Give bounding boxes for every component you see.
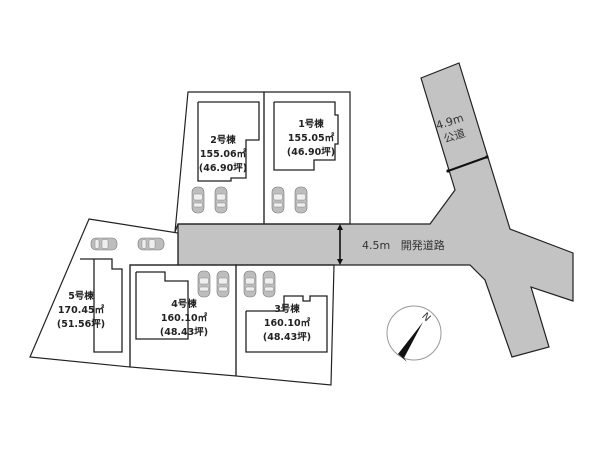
building-1 bbox=[273, 101, 339, 171]
parking-car bbox=[197, 270, 211, 298]
lot-3-boundary bbox=[235, 264, 335, 386]
lot-1-boundary bbox=[263, 91, 351, 225]
building-4 bbox=[135, 271, 189, 340]
building-5 bbox=[80, 258, 123, 353]
parking-car bbox=[90, 237, 118, 251]
north-arrow-icon bbox=[398, 322, 423, 358]
parking-car bbox=[294, 186, 308, 214]
lot-2-label: 2号棟 155.06㎡ (46.90坪) bbox=[198, 135, 248, 174]
lot-4-label: 4号棟 160.10㎡ (48.43坪) bbox=[159, 299, 209, 338]
parking-car bbox=[216, 270, 230, 298]
parking-car bbox=[262, 270, 276, 298]
lot-1-label: 1号棟 155.05㎡ (46.90坪) bbox=[286, 119, 336, 158]
lot-5-label: 5号棟 170.45㎡ (51.56坪) bbox=[56, 291, 106, 330]
lot-2-boundary bbox=[174, 91, 265, 233]
public-road-width-marker bbox=[447, 156, 488, 172]
parking-car bbox=[271, 186, 285, 214]
compass bbox=[386, 305, 442, 362]
parking-car bbox=[191, 186, 205, 214]
parking-car bbox=[214, 186, 228, 214]
parking-car bbox=[243, 270, 257, 298]
parking-car bbox=[137, 237, 165, 251]
building-3 bbox=[245, 295, 328, 353]
lot-3-label: 3号棟 160.10㎡ (48.43坪) bbox=[262, 304, 312, 343]
dev-road-label: 4.5m 開発道路 bbox=[362, 239, 445, 252]
building-2 bbox=[197, 101, 260, 182]
road-area bbox=[177, 62, 574, 358]
